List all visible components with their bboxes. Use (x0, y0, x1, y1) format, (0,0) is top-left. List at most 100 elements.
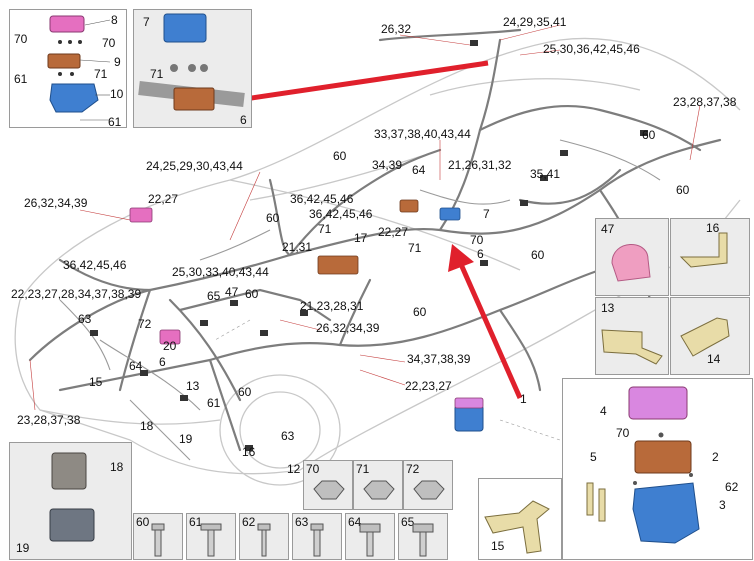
callout-label: 60 (531, 248, 545, 262)
callout-label: 64 (129, 359, 143, 373)
parts-18-19-art (49, 452, 95, 542)
bracket-16-art (679, 232, 728, 268)
fastener-nut-72: 72 (403, 460, 453, 510)
callout-label: 13 (186, 379, 200, 393)
callout-61: 61 (14, 72, 28, 86)
callout-7: 7 (143, 15, 150, 29)
callout-14: 14 (707, 352, 721, 366)
callout-label: 60 (266, 211, 280, 225)
callout-18: 18 (110, 460, 124, 474)
callout-8: 8 (111, 13, 118, 27)
module-mount-art (138, 13, 245, 111)
fastener-label: 62 (242, 515, 256, 529)
callout-label: 36,42,45,46 (309, 207, 373, 221)
callout-label: 6 (159, 355, 166, 369)
fastener-nut-71: 71 (353, 460, 403, 510)
detail-panel-fuse-assembly: 4 70 2 5 62 3 (562, 378, 753, 560)
callout-label: 61 (207, 396, 221, 410)
leader-lines (29, 24, 701, 411)
car-body-outline (14, 37, 741, 486)
fastener-bolt-61: 61 (186, 513, 236, 560)
callout-label: 60 (333, 149, 347, 163)
callout-61: 61 (108, 115, 122, 129)
fastener-label: 64 (348, 515, 362, 529)
fastener-bolt-65: 65 (398, 513, 448, 560)
callout-5: 5 (590, 450, 597, 464)
detail-panel-18-19: 18 19 (9, 442, 132, 560)
callout-10: 10 (110, 87, 124, 101)
callout-label: 26,32,34,39 (316, 321, 380, 335)
callout-9: 9 (114, 55, 121, 69)
callout-label: 12 (287, 462, 301, 476)
callout-70: 70 (102, 36, 116, 50)
detail-panel-module: 7 71 6 (133, 9, 252, 128)
fastener-label: 70 (306, 462, 320, 476)
callout-label: 63 (281, 429, 295, 443)
fuse-assembly-art (586, 386, 700, 544)
fastener-label: 72 (406, 462, 420, 476)
callout-label: 21,31 (282, 240, 313, 254)
callout-label: 1 (520, 392, 527, 406)
fastener-label: 71 (356, 462, 370, 476)
callout-71: 71 (94, 67, 108, 81)
callout-label: 22,23,27 (405, 379, 452, 393)
callout-label: 64 (412, 163, 426, 177)
callout-label: 16 (242, 445, 256, 459)
fastener-bolt-63: 63 (292, 513, 342, 560)
bracket-15-art (484, 500, 550, 554)
detail-panel-15: 15 (478, 478, 562, 560)
fuse-box-parts-art (47, 15, 111, 121)
callout-label: 22,27 (148, 192, 179, 206)
callout-label: 60 (642, 128, 656, 142)
callout-label: 72 (138, 317, 152, 331)
callout-70: 70 (616, 426, 630, 440)
callout-label: 71 (318, 222, 332, 236)
fastener-label: 63 (295, 515, 309, 529)
callout-2: 2 (712, 450, 719, 464)
fastener-bolt-60: 60 (133, 513, 183, 560)
callout-label: 24,25,29,30,43,44 (146, 159, 243, 173)
callout-47: 47 (601, 222, 615, 236)
callout-label: 36,42,45,46 (63, 258, 127, 272)
callout-label: 60 (238, 385, 252, 399)
callout-label: 36,42,45,46 (290, 192, 354, 206)
callout-label: 34,37,38,39 (407, 352, 471, 366)
callout-label: 19 (179, 432, 193, 446)
callout-label: 70 (470, 233, 484, 247)
cap-47-art (611, 244, 651, 282)
bracket-panel-16: 16 (670, 218, 750, 296)
bracket-panel-47: 47 (595, 218, 669, 296)
callout-label: 20 (163, 339, 177, 353)
callout-label: 63 (78, 312, 92, 326)
callout-label: 65 (207, 289, 221, 303)
callout-label: 47 (225, 285, 239, 299)
callout-label: 22,27 (378, 225, 409, 239)
fastener-nut-70: 70 (303, 460, 353, 510)
callout-16: 16 (706, 221, 720, 235)
fastener-bolt-62: 62 (239, 513, 289, 560)
callout-label: 17 (354, 231, 368, 245)
callout-6: 6 (240, 113, 247, 127)
harness-connectors (90, 40, 648, 451)
callout-15: 15 (491, 539, 505, 553)
callout-3: 3 (719, 498, 726, 512)
callout-label: 24,29,35,41 (503, 15, 567, 29)
fastener-bolt-64: 64 (345, 513, 395, 560)
callout-label: 18 (140, 419, 154, 433)
detail-panel-fuse-box: 8 70 70 9 71 61 10 61 (9, 9, 127, 129)
callout-label: 71 (408, 241, 422, 255)
callout-label: 60 (676, 183, 690, 197)
callout-label: 25,30,33,40,43,44 (172, 265, 269, 279)
bracket-13-art (601, 329, 663, 365)
bracket-14-art (680, 317, 730, 357)
callout-label: 21,23,28,31 (300, 299, 364, 313)
callout-4: 4 (600, 404, 607, 418)
callout-label: 60 (245, 287, 259, 301)
callout-label: 25,30,36,42,45,46 (543, 42, 640, 56)
callout-62: 62 (725, 480, 739, 494)
callout-label: 15 (89, 375, 103, 389)
callout-label: 33,37,38,40,43,44 (374, 127, 471, 141)
callout-71: 71 (150, 67, 164, 81)
callout-70: 70 (14, 32, 28, 46)
